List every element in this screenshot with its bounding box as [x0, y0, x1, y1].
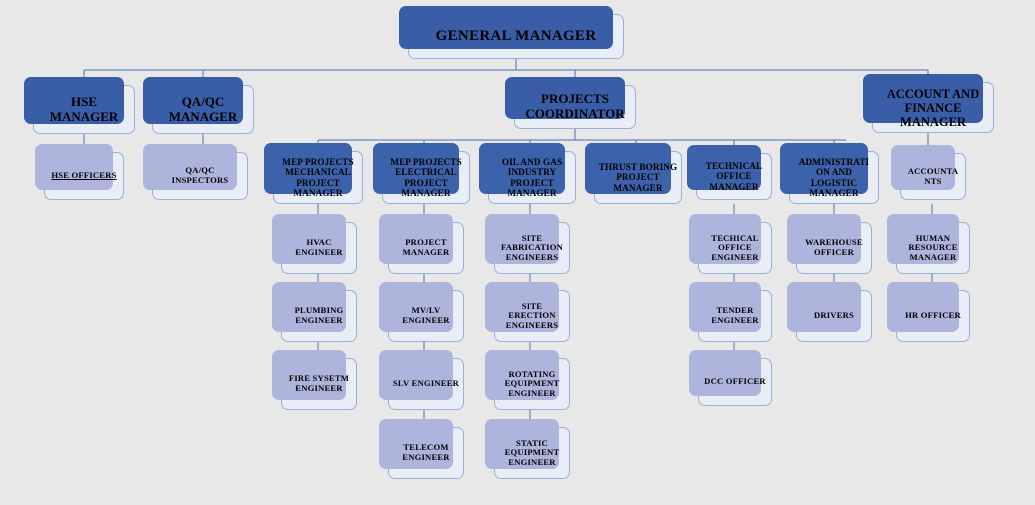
node-slv-engineer[interactable]: SLV ENGINEER — [379, 350, 464, 410]
node-label: GENERAL MANAGER — [435, 28, 597, 45]
node-mep-projects-mechanical-project-manager[interactable]: MEP PROJECTS MECHANICAL PROJECT MANAGER — [264, 143, 363, 204]
node-label: ACCOUNT AND FINANCE MANAGER — [886, 86, 980, 129]
node-label: TENDER ENGINEER — [711, 305, 759, 325]
node-rotating-equipment-engineer[interactable]: ROTATING EQUIPMENT ENGINEER — [485, 350, 570, 410]
node-telecom-engineer[interactable]: TELECOM ENGINEER — [379, 419, 464, 479]
node-hr-officer[interactable]: HR OFFICER — [887, 282, 970, 342]
node-label: DRIVERS — [813, 310, 855, 321]
node-static-equipment-engineer[interactable]: STATIC EQUIPMENT ENGINEER — [485, 419, 570, 479]
node-label: TELECOM ENGINEER — [402, 442, 450, 462]
node-label: HVAC ENGINEER — [295, 237, 343, 257]
node-warehouse-officer[interactable]: WAREHOUSE OFFICER — [787, 214, 872, 274]
node-label: HUMAN RESOURCE MANAGER — [908, 232, 958, 262]
node-mep-projects-electrical-project-manager[interactable]: MEP PROJECTS ELECTRICAL PROJECT MANAGER — [373, 143, 470, 204]
node-label: PROJECT MANAGER — [402, 237, 450, 257]
node-hse-manager[interactable]: HSE MANAGER — [24, 77, 135, 134]
node-fire-system-engineer[interactable]: FIRE SYSETM ENGINEER — [272, 350, 357, 410]
node-label: THRUST BORING PROJECT MANAGER — [598, 162, 678, 193]
node-label: MEP PROJECTS ELECTRICAL PROJECT MANAGER — [390, 156, 462, 198]
node-site-erection-engineers[interactable]: SITE ERECTION ENGINEERS — [485, 282, 570, 342]
node-account-and-finance-manager[interactable]: ACCOUNT AND FINANCE MANAGER — [863, 74, 994, 133]
node-label: SLV ENGINEER — [392, 378, 460, 389]
node-dcc-officer[interactable]: DCC OFFICER — [689, 350, 772, 406]
node-drivers[interactable]: DRIVERS — [787, 282, 872, 342]
node-qaqc-manager[interactable]: QA/QC MANAGER — [143, 77, 254, 134]
node-label: FIRE SYSETM ENGINEER — [288, 373, 350, 393]
node-mv-lv-engineer[interactable]: MV/LV ENGINEER — [379, 282, 464, 342]
node-tender-engineer[interactable]: TENDER ENGINEER — [689, 282, 772, 342]
node-label: DCC OFFICER — [704, 376, 766, 387]
node-label: HR OFFICER — [905, 310, 961, 321]
node-human-resource-manager[interactable]: HUMAN RESOURCE MANAGER — [887, 214, 970, 274]
node-projects-coordinator[interactable]: PROJECTS COORDINATOR — [505, 77, 636, 129]
node-hse-officers[interactable]: HSE OFFICERS — [35, 144, 124, 200]
node-label: WAREHOUSE OFFICER — [805, 237, 863, 257]
node-label: QA/QC INSPECTORS — [171, 165, 229, 185]
node-general-manager[interactable]: GENERAL MANAGER — [399, 6, 624, 59]
node-hvac-engineer[interactable]: HVAC ENGINEER — [272, 214, 357, 274]
node-technical-office-engineer[interactable]: TECHICAL OFFICE ENGINEER — [689, 214, 772, 274]
node-thrust-boring-project-manager[interactable]: THRUST BORING PROJECT MANAGER — [585, 143, 682, 204]
node-label: HSE MANAGER — [49, 93, 119, 124]
node-label: MV/LV ENGINEER — [402, 305, 450, 325]
node-technical-office-manager[interactable]: TECHNICAL OFFICE MANAGER — [687, 145, 772, 200]
node-oil-and-gas-industry-project-manager[interactable]: OIL AND GAS INDUSTRY PROJECT MANAGER — [479, 143, 576, 204]
node-label: TECHNICAL OFFICE MANAGER — [705, 161, 763, 192]
node-label: ROTATING EQUIPMENT ENGINEER — [504, 368, 560, 398]
node-label: QA/QC MANAGER — [168, 93, 238, 124]
node-project-manager[interactable]: PROJECT MANAGER — [379, 214, 464, 274]
node-site-fabrication-engineers[interactable]: SITE FABRICATION ENGINEERS — [485, 214, 570, 274]
node-label: TECHICAL OFFICE ENGINEER — [711, 232, 759, 262]
node-qaqc-inspectors[interactable]: QA/QC INSPECTORS — [143, 144, 248, 200]
node-label: HSE OFFICERS — [51, 170, 117, 181]
node-label: SITE ERECTION ENGINEERS — [505, 300, 559, 330]
node-label: PLUMBING ENGINEER — [294, 305, 344, 325]
node-label: SITE FABRICATION ENGINEERS — [500, 232, 564, 262]
node-plumbing-engineer[interactable]: PLUMBING ENGINEER — [272, 282, 357, 342]
node-label: OIL AND GAS INDUSTRY PROJECT MANAGER — [501, 156, 563, 198]
node-label: MEP PROJECTS MECHANICAL PROJECT MANAGER — [282, 156, 354, 198]
node-label: PROJECTS COORDINATOR — [525, 91, 625, 121]
node-label: STATIC EQUIPMENT ENGINEER — [504, 437, 560, 467]
